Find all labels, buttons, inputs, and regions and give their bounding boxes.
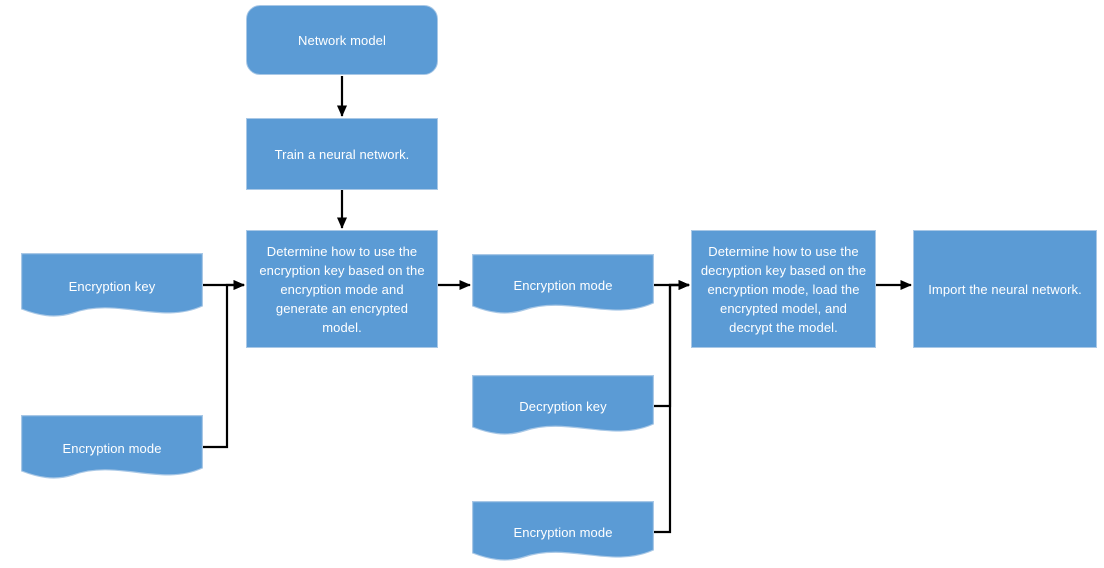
node-encryption-mode-decrypt[interactable]: Encryption mode bbox=[472, 501, 654, 563]
node-determine-decryption[interactable]: Determine how to use the decryption key … bbox=[691, 230, 876, 348]
node-label: Encryption mode bbox=[62, 440, 162, 456]
node-network-model[interactable]: Network model bbox=[246, 5, 438, 75]
edge-enc-mode-to-determine-encryption bbox=[203, 279, 245, 449]
node-label: Encryption mode bbox=[513, 524, 613, 540]
node-train-neural-network[interactable]: Train a neural network. bbox=[246, 118, 438, 190]
node-label: Network model bbox=[298, 32, 386, 48]
document-shape bbox=[472, 254, 654, 314]
node-import-neural-network[interactable]: Import the neural network. bbox=[913, 230, 1097, 348]
edge-enc-mode-dec-to-determine-decryption bbox=[654, 279, 690, 534]
node-encryption-key-input[interactable]: Encryption key bbox=[21, 253, 203, 319]
document-shape bbox=[21, 415, 203, 479]
node-label: Encryption key bbox=[68, 278, 156, 294]
node-decryption-key[interactable]: Decryption key bbox=[472, 375, 654, 437]
node-label: Encryption mode bbox=[513, 277, 613, 293]
node-label: Determine how to use the encryption key … bbox=[259, 243, 425, 335]
node-label: Determine how to use the decryption key … bbox=[700, 243, 867, 335]
edge-dec-key-to-determine-decryption bbox=[654, 279, 690, 408]
document-shape bbox=[21, 253, 203, 317]
node-encryption-mode-input[interactable]: Encryption mode bbox=[21, 415, 203, 481]
document-shape bbox=[472, 375, 654, 435]
node-label: Train a neural network. bbox=[274, 146, 410, 162]
node-label: Import the neural network. bbox=[928, 281, 1082, 297]
node-label: Decryption key bbox=[519, 398, 607, 414]
node-determine-encryption[interactable]: Determine how to use the encryption key … bbox=[246, 230, 438, 348]
document-shape bbox=[472, 501, 654, 561]
node-encryption-mode-output[interactable]: Encryption mode bbox=[472, 254, 654, 316]
